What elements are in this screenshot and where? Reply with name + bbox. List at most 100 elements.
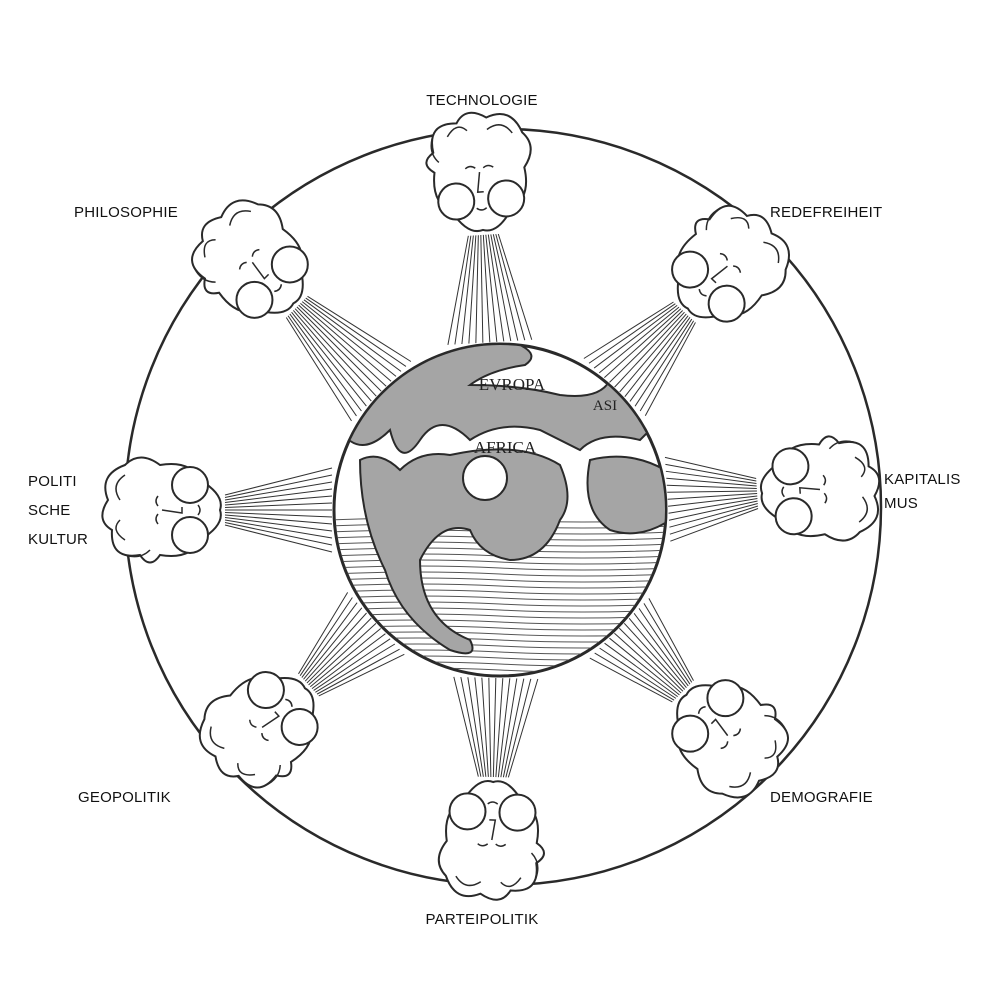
ray-line [583,301,674,359]
cheek [171,516,209,554]
cheek [671,250,710,289]
globe-medallion [462,455,508,501]
ray-line [299,597,353,676]
head-outline [191,199,304,314]
face-lines [698,207,780,297]
cheek [235,280,274,319]
sea-line [335,595,665,601]
ray-line [224,488,333,503]
ray-line [287,315,357,417]
ray-line [224,502,333,508]
cheek [437,182,476,221]
face-lines [697,705,787,788]
cheek [171,466,209,504]
cheek [771,447,810,486]
face-lines [781,440,868,523]
ray-line [298,592,349,675]
ray-line [289,313,362,412]
rays-group [224,233,759,778]
ray-line [307,295,412,362]
ray-line [224,481,333,501]
ray-line [461,235,474,345]
globe-label-europe: EVROPA [479,375,546,394]
wind-head-demografie [671,679,789,799]
ray-line [480,235,484,343]
ray-line [609,637,680,696]
ray-line [224,522,333,546]
ray-line [468,235,477,344]
ray-line [309,628,382,688]
wind-head-technologie [425,111,532,232]
ray-line [598,306,680,374]
ray-line [467,677,484,777]
ray-line [481,677,489,777]
ray-line [300,302,392,382]
ray-line [224,474,333,498]
wind-head-philosophie [191,199,309,319]
ray-line [668,495,758,507]
label-philosophie: PHILOSOPHIE [74,204,178,221]
ray-line [668,498,758,514]
landmass-asia [586,455,665,535]
ray-line [624,315,689,398]
sea-line [335,577,665,583]
cheek [487,179,526,218]
wind-head-kapitalismus [759,435,881,542]
cheek [774,497,813,536]
ray-line [507,678,539,778]
ray-line [664,456,757,480]
wind-head-redefreiheit [671,204,790,323]
ray-line [497,678,511,778]
ray-line [589,657,673,703]
sea-line [335,583,665,589]
head-outline [425,111,532,232]
ray-line [318,653,405,697]
ray-line [490,234,512,342]
ray-line [665,470,757,485]
globe-label-asia: ASI [593,398,617,414]
face-lines [430,124,513,211]
ray-line [488,677,492,777]
landmass-africa [358,448,569,655]
globe: EVROPA ASI AFRICA [332,342,668,678]
ray-line [594,652,675,701]
label-politische-kultur-3: KULTUR [28,531,89,548]
ray-line [292,310,372,402]
ray-line [224,467,333,496]
ray-line [474,677,487,777]
ray-line [634,318,693,407]
ray-line [667,493,758,500]
ray-line [502,678,525,778]
ray-line [301,301,397,377]
face-lines [455,801,539,888]
ray-line [669,503,758,528]
ray-line [224,495,333,506]
cheek [280,707,319,746]
ray-line [666,477,757,487]
label-redefreiheit: REDEFREIHEIT [770,204,883,221]
ray-line [315,643,396,693]
ray-line [454,235,472,345]
ray-line [311,633,386,689]
ray-line [629,317,691,402]
cheek [448,792,487,831]
cheek [707,284,746,323]
ray-line [505,678,532,778]
ray-line [604,642,678,698]
face-lines [193,210,283,293]
wind-head-politische-kultur [101,456,222,564]
ray-line [304,612,367,682]
ray-line [305,297,407,367]
ray-line [482,234,491,343]
ray-line [308,622,377,686]
ray-line [618,627,684,692]
ray-line [224,519,333,539]
ray-line [301,602,358,678]
cheek [270,245,309,284]
ray-line [669,505,759,535]
ray-line [639,320,695,412]
ray-line [294,308,377,397]
ray-line [619,313,687,393]
ray-line [447,235,469,345]
